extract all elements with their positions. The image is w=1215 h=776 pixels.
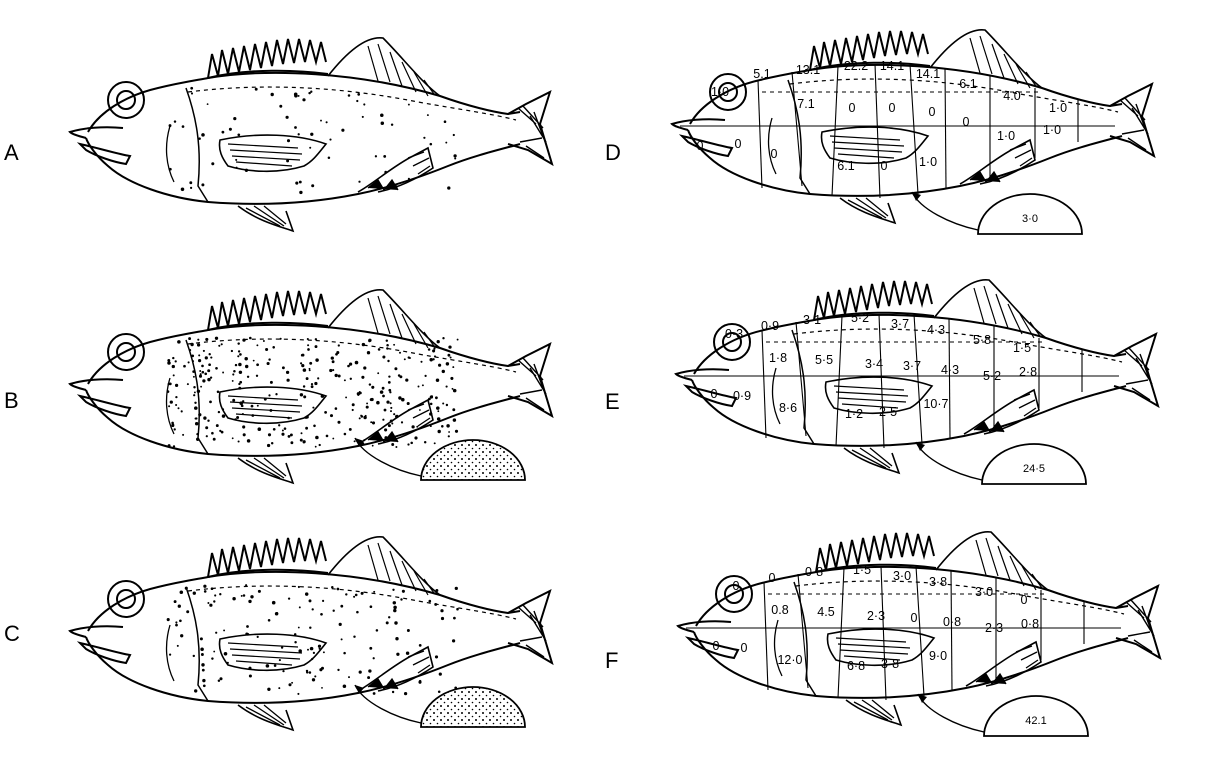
cell-value: 3·0 bbox=[975, 585, 993, 599]
cell-value: 0 bbox=[849, 101, 856, 115]
cell-value: 0 bbox=[1021, 593, 1028, 607]
panel-label: F bbox=[605, 648, 618, 673]
panel-label: E bbox=[605, 389, 620, 414]
flesh-sample-inset: 3·0 bbox=[912, 192, 1082, 234]
flesh-sample-inset bbox=[355, 438, 525, 480]
cell-value: 0 bbox=[963, 115, 970, 129]
cell-value: 1·5 bbox=[1013, 341, 1031, 355]
cell-value: 0 bbox=[771, 147, 778, 161]
cell-value: 1·5 bbox=[853, 563, 871, 577]
cell-value: 10·7 bbox=[923, 397, 948, 411]
flesh-sample-inset: 42.1 bbox=[918, 694, 1088, 736]
cell-value: 3·7 bbox=[903, 359, 921, 373]
cell-value: 0·9 bbox=[761, 319, 779, 333]
cell-value: 0·3 bbox=[725, 327, 743, 341]
panel-label: B bbox=[4, 388, 19, 413]
cell-value: 6.1 bbox=[837, 159, 854, 173]
cell-value: 0·9 bbox=[733, 389, 751, 403]
cell-value: 3·1 bbox=[803, 313, 821, 327]
cell-value: 0 bbox=[697, 139, 704, 153]
cell-value: 0 bbox=[889, 101, 896, 115]
cell-value: 0·8 bbox=[943, 615, 961, 629]
cell-value: 2·8 bbox=[1019, 365, 1037, 379]
flesh-sample-inset: 24·5 bbox=[916, 442, 1086, 484]
panel-label: D bbox=[605, 140, 621, 165]
cell-value: 6·8 bbox=[847, 659, 865, 673]
cell-value: 4·3 bbox=[941, 363, 959, 377]
cell-value: 1·0 bbox=[919, 155, 937, 169]
cell-value: 14.1 bbox=[916, 67, 940, 81]
cell-value: 5·8 bbox=[973, 333, 991, 347]
cell-value: 0 bbox=[929, 105, 936, 119]
cell-value: 22.2 bbox=[844, 59, 868, 73]
cell-value: 5.1 bbox=[753, 67, 770, 81]
cell-value: 3·4 bbox=[865, 357, 883, 371]
cell-value: 2·3 bbox=[985, 621, 1003, 635]
inset-arrow bbox=[916, 442, 982, 480]
cell-value: 0 bbox=[769, 571, 776, 585]
cell-value: 1·0 bbox=[711, 85, 729, 99]
cell-value: 2·3 bbox=[867, 609, 885, 623]
panel-label: A bbox=[4, 140, 19, 165]
panel-label: C bbox=[4, 621, 20, 646]
cell-value: 5·2 bbox=[983, 369, 1001, 383]
inset-arrow bbox=[918, 694, 984, 732]
cell-value: 0 bbox=[711, 387, 718, 401]
fish-panel-E: E 0·3 0·9 3·1 5·2 3·7 4·3 5·8 1·5 1·8 5·5 3·4 3·7 4·3… bbox=[605, 280, 1158, 484]
cell-value: 5·5 bbox=[815, 353, 833, 367]
cell-value: 0 bbox=[911, 611, 918, 625]
cell-value: 3·8 bbox=[881, 657, 899, 671]
fish-panel-A: A bbox=[4, 38, 552, 231]
cell-value: 3·8 bbox=[929, 575, 947, 589]
cell-value: 1·8 bbox=[769, 351, 787, 365]
cell-value: 4.0 bbox=[1003, 89, 1020, 103]
inset-value: 24·5 bbox=[1023, 463, 1045, 475]
cell-value: 0·8 bbox=[1021, 617, 1039, 631]
cell-value: 12·0 bbox=[777, 653, 802, 667]
fish-panel-C: C bbox=[4, 537, 552, 730]
cell-value: 4.5 bbox=[817, 605, 834, 619]
cell-value: 14.1 bbox=[880, 59, 904, 73]
cell-value: 1·0 bbox=[1049, 101, 1067, 115]
cell-value: 0.8 bbox=[771, 603, 788, 617]
cell-value: 4·3 bbox=[927, 323, 945, 337]
cell-value: 0 bbox=[741, 641, 748, 655]
cell-value: 7.1 bbox=[797, 97, 814, 111]
inset-arrow bbox=[912, 192, 978, 230]
cell-value: 13.1 bbox=[796, 63, 820, 77]
cell-value: 0 bbox=[881, 159, 888, 173]
cell-value: 1·0 bbox=[997, 129, 1015, 143]
fish-panel-B: B bbox=[4, 290, 552, 483]
cell-value: 0 bbox=[733, 579, 740, 593]
cell-value: 0 bbox=[713, 639, 720, 653]
inset-value: 3·0 bbox=[1022, 213, 1038, 225]
cell-value: 0 bbox=[735, 137, 742, 151]
cell-value: 3·0 bbox=[893, 569, 911, 583]
cell-value: 2·5 bbox=[879, 405, 897, 419]
cell-values: 0·3 0·9 3·1 5·2 3·7 4·3 5·8 1·5 1·8 5·5 3·4 3·7 4·3 5… bbox=[711, 311, 1038, 421]
cell-value: 5·2 bbox=[851, 311, 869, 325]
inset-value: 42.1 bbox=[1025, 715, 1046, 727]
cell-values: 0 0 0·8 1·5 3·0 3·8 3·0 0 0.8 4.5 2·3 0 0·8 2·3 0·8 0 0 1… bbox=[713, 563, 1040, 673]
cell-value: 1·0 bbox=[1043, 123, 1061, 137]
cell-value: 6.1 bbox=[959, 77, 976, 91]
cell-value: 9·0 bbox=[929, 649, 947, 663]
cell-value: 3·7 bbox=[891, 317, 909, 331]
cell-values: 1·0 5.1 13.1 22.2 14.1 14.1 6.1 4.0 1·0 7.1 0 0 0 0 1·… bbox=[697, 59, 1068, 173]
cell-value: 0·8 bbox=[805, 565, 823, 579]
cell-value: 1·2 bbox=[845, 407, 863, 421]
cell-value: 8·6 bbox=[779, 401, 797, 415]
